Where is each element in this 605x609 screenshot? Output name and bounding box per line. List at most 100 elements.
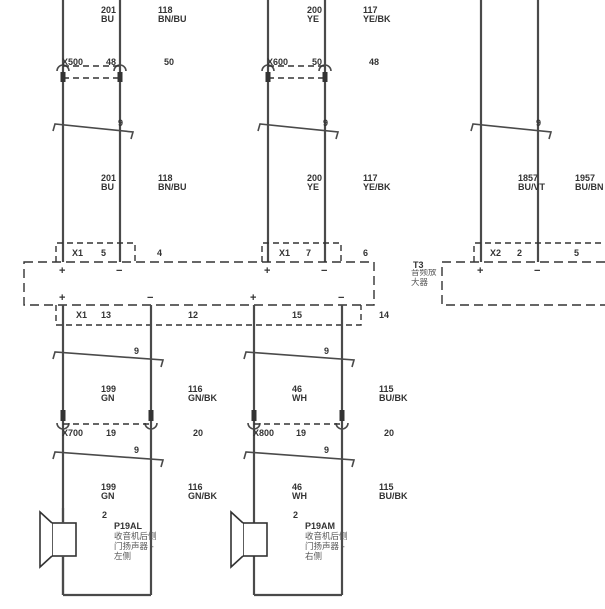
pin-number: 50 — [312, 57, 322, 67]
wire-color: GN — [101, 393, 115, 403]
connector-name: X2 — [490, 248, 501, 258]
minus-sign: − — [321, 265, 327, 277]
pin-number: 20 — [193, 428, 203, 438]
wire-color: GN — [101, 491, 115, 501]
wire-color: GN/BK — [188, 393, 218, 403]
component-desc: 收音机后侧 — [114, 531, 157, 542]
component-ref: P19AL — [114, 521, 143, 531]
wire-num: 117 — [363, 173, 378, 183]
wire-num: 200 — [307, 173, 322, 183]
pin-number: 20 — [384, 428, 394, 438]
component-desc: 收音机后侧 — [305, 531, 348, 542]
connector-name: X700 — [62, 428, 83, 438]
wire-color: WH — [292, 393, 307, 403]
wire-color: GN/BK — [188, 491, 218, 501]
pin-number: 2 — [517, 248, 522, 258]
minus-sign: − — [534, 265, 540, 277]
pin-number: 19 — [106, 428, 116, 438]
wire-color: BN/BU — [158, 14, 187, 24]
component-desc: 门扬声器 - — [305, 541, 345, 552]
amplifier-module — [23, 242, 605, 326]
wire-num: 115 — [379, 384, 394, 394]
wire-color: YE — [307, 14, 319, 24]
wire-num: 1857 — [518, 173, 538, 183]
wire-color: BU — [101, 14, 114, 24]
wire-color: BU/BK — [379, 491, 408, 501]
connector-x600 — [261, 64, 332, 82]
plus-sign: + — [59, 265, 65, 277]
connector-x800 — [247, 410, 349, 430]
wire-num: 1957 — [575, 173, 595, 183]
twist-label: 9 — [536, 118, 541, 128]
twist-label: 9 — [134, 445, 139, 455]
plus-sign: + — [264, 265, 270, 277]
pin-number: 14 — [379, 310, 389, 320]
connector-name: X600 — [267, 57, 288, 67]
speaker-left-icon — [39, 508, 77, 595]
wire-num: 118 — [158, 5, 173, 15]
wire-color: BU/BN — [575, 182, 604, 192]
wire-color: WH — [292, 491, 307, 501]
twist-label: 9 — [323, 118, 328, 128]
speaker-right-icon — [230, 510, 268, 569]
wire-num: 199 — [101, 482, 116, 492]
wire-color: YE/BK — [363, 182, 391, 192]
pin-number: 5 — [574, 248, 579, 258]
upper-wires — [61, 0, 540, 262]
component-ref: P19AM — [305, 521, 335, 531]
connector-name: X500 — [62, 57, 83, 67]
minus-sign: − — [116, 265, 122, 277]
pin-number: 50 — [164, 57, 174, 67]
pin-number: 48 — [106, 57, 116, 67]
pin-number: 19 — [296, 428, 306, 438]
pin-number: 13 — [101, 310, 111, 320]
wire-num: 46 — [292, 482, 302, 492]
plus-sign: + — [477, 265, 483, 277]
module-name: 音频放大器 — [411, 269, 437, 287]
wire-color: BU — [101, 182, 114, 192]
connector-x500 — [56, 64, 127, 82]
twist-label: 9 — [324, 346, 329, 356]
wire-color: YE/BK — [363, 14, 391, 24]
wire-num: 201 — [101, 173, 116, 183]
component-desc: 左侧 — [114, 551, 131, 562]
wire-num: 201 — [101, 5, 116, 15]
twist-marks-upper — [52, 123, 553, 140]
twist-label: 9 — [324, 445, 329, 455]
connector-name: X1 — [279, 248, 290, 258]
wire-color: BU/VT — [518, 182, 546, 192]
plus-sign: + — [59, 292, 65, 304]
connector-name: X800 — [253, 428, 274, 438]
twist-marks-lower — [52, 351, 356, 468]
wire-num: 200 — [307, 5, 322, 15]
wire-num: 115 — [379, 482, 394, 492]
pin-number: 6 — [363, 248, 368, 258]
wire-color: BU/BK — [379, 393, 408, 403]
module-ref: T3 — [413, 260, 424, 270]
plus-sign: + — [250, 292, 256, 304]
wire-num: 116 — [188, 482, 203, 492]
wire-num: 199 — [101, 384, 116, 394]
connector-x700 — [56, 410, 158, 430]
pin-number: 48 — [369, 57, 379, 67]
pin-number: 4 — [157, 248, 162, 258]
component-desc: 右侧 — [305, 551, 322, 562]
twist-label: 9 — [118, 118, 123, 128]
pin-number: 2 — [293, 510, 298, 520]
pin-number: 5 — [101, 248, 106, 258]
lower-wires — [61, 305, 344, 597]
wire-num: 116 — [188, 384, 203, 394]
wire-color: BN/BU — [158, 182, 187, 192]
connector-name: X1 — [72, 248, 83, 258]
connector-name: X1 — [76, 310, 87, 320]
wire-num: 118 — [158, 173, 173, 183]
wire-num: 46 — [292, 384, 302, 394]
wire-color: YE — [307, 182, 319, 192]
pin-number: 7 — [306, 248, 311, 258]
pin-number: 15 — [292, 310, 302, 320]
minus-sign: − — [147, 292, 153, 304]
pin-number: 2 — [102, 510, 107, 520]
pin-number: 12 — [188, 310, 198, 320]
wire-num: 117 — [363, 5, 378, 15]
